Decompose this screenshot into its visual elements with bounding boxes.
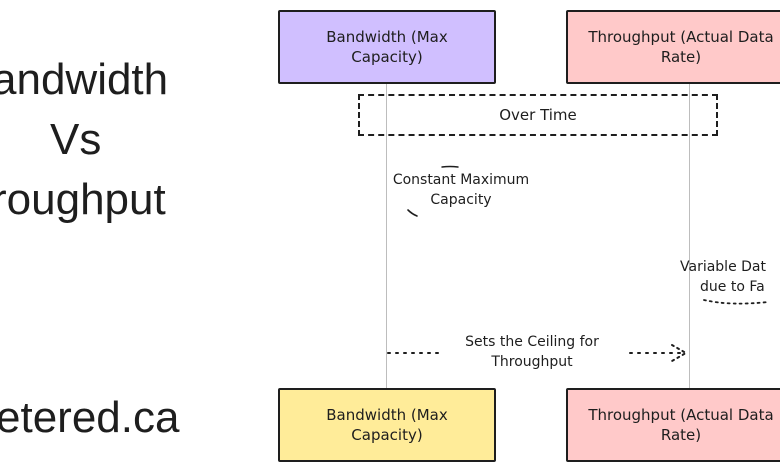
over-time-label: Over Time — [499, 106, 577, 124]
lifeline-throughput — [689, 82, 690, 390]
title-line-2: Vs — [50, 115, 102, 164]
message-arrow-head — [671, 344, 689, 362]
participant-bandwidth-top-line1: Bandwidth (Max — [326, 28, 448, 46]
title-line-3: roughput — [0, 175, 166, 224]
participant-bandwidth-bottom[interactable]: Bandwidth (Max Capacity) — [278, 388, 496, 462]
note-variable-data: Variable Dat due to Fa — [680, 257, 766, 297]
participant-bandwidth-bottom-line1: Bandwidth (Max — [326, 406, 448, 424]
note-variable-data-line2: due to Fa — [700, 279, 765, 295]
participant-throughput-top[interactable]: Throughput (Actual Data Rate) — [566, 10, 780, 84]
participant-throughput-bottom-line1: Throughput (Actual Data — [588, 406, 774, 424]
note-variable-data-line1: Variable Dat — [680, 259, 766, 275]
participant-throughput-top-line2: Rate) — [660, 48, 702, 66]
over-time-frame: Over Time — [358, 94, 718, 136]
squiggle-mark-right — [703, 299, 769, 305]
participant-throughput-bottom[interactable]: Throughput (Actual Data Rate) — [566, 388, 780, 462]
footer-url: etered.ca — [0, 393, 180, 442]
participant-bandwidth-bottom-line2: Capacity) — [351, 426, 423, 444]
squiggle-mark-left — [407, 209, 418, 217]
squiggle-mark-top — [441, 165, 459, 168]
message-label: Sets the Ceiling for Throughput — [446, 332, 618, 372]
participant-bandwidth-top[interactable]: Bandwidth (Max Capacity) — [278, 10, 496, 84]
title-line-1: andwidth — [0, 55, 169, 104]
participant-throughput-bottom-line2: Rate) — [660, 426, 702, 444]
note-constant-capacity-line1: Constant Maximum — [392, 172, 530, 188]
participant-throughput-top-line1: Throughput (Actual Data — [588, 28, 774, 46]
message-label-line1: Sets the Ceiling for — [465, 334, 599, 350]
note-constant-capacity-line2: Capacity — [430, 192, 492, 208]
participant-bandwidth-top-line2: Capacity) — [351, 48, 423, 66]
lifeline-bandwidth — [386, 82, 387, 390]
note-constant-capacity: Constant Maximum Capacity — [380, 170, 542, 210]
message-label-line2: Throughput — [491, 354, 573, 370]
